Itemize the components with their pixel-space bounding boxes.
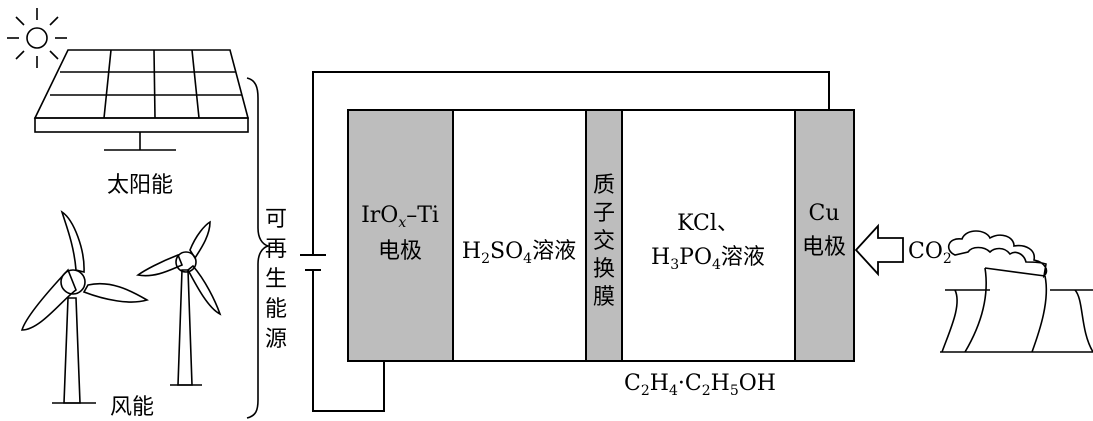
svg-text:可: 可 <box>265 207 287 232</box>
svg-text:能: 能 <box>265 297 287 322</box>
anode-electrode <box>347 109 454 362</box>
products-label: C2H4·C2H5OH <box>624 371 776 399</box>
membrane-label: 质 子 交 换 膜 <box>593 173 615 310</box>
arrow-right-icon <box>854 223 904 277</box>
svg-text:交: 交 <box>593 229 615 254</box>
svg-text:换: 换 <box>593 257 615 282</box>
svg-text:质: 质 <box>593 173 615 198</box>
svg-text:生: 生 <box>265 267 287 292</box>
svg-text:电极: 电极 <box>802 235 846 260</box>
svg-text:H3PO4溶液: H3PO4溶液 <box>651 245 765 273</box>
svg-text:再: 再 <box>265 237 287 262</box>
co2-label: CO2 <box>908 239 952 267</box>
svg-text:源: 源 <box>265 327 287 352</box>
solar-panel-icon <box>33 49 250 151</box>
cathode-label: Cu 电极 <box>802 201 846 260</box>
factory-chimney-icon <box>940 230 1093 353</box>
proton-exchange-membrane <box>585 109 623 362</box>
sun-icon <box>7 8 67 68</box>
left-solution-label: H2SO4溶液 <box>462 239 576 267</box>
battery-icon <box>300 254 326 280</box>
svg-text:KCl、: KCl、 <box>677 211 739 236</box>
cathode-electrode <box>794 109 855 362</box>
svg-text:电极: 电极 <box>378 239 422 264</box>
brace <box>246 77 271 419</box>
anode-label: IrOx–Ti 电极 <box>361 203 439 264</box>
circuit-wire <box>312 71 830 412</box>
svg-text:Cu: Cu <box>808 201 839 226</box>
svg-text:IrOx–Ti: IrOx–Ti <box>361 203 439 231</box>
renewable-label: 可 再 生 能 源 <box>265 207 287 352</box>
right-solution-label: KCl、 H3PO4溶液 <box>651 211 765 273</box>
svg-text:膜: 膜 <box>593 285 615 310</box>
wind-turbine-icon <box>135 220 222 386</box>
solar-label: 太阳能 <box>107 173 173 198</box>
electrolysis-cell <box>347 109 855 362</box>
wind-turbine-icon <box>20 210 149 404</box>
svg-text:子: 子 <box>593 201 615 226</box>
wind-label: 风能 <box>110 395 154 420</box>
